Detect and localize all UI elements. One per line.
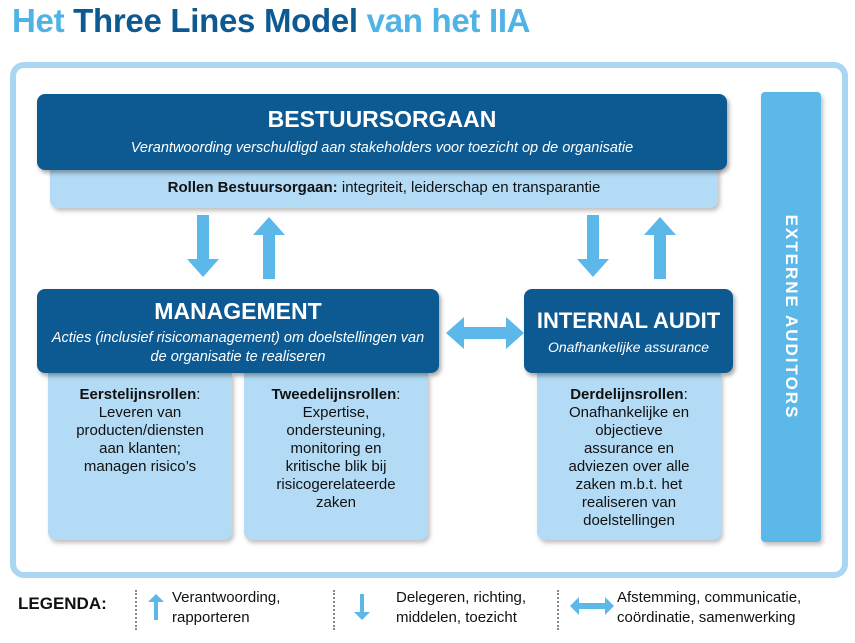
arrow-up-icon [253, 217, 285, 279]
title-part-het: Het [12, 2, 74, 39]
second-line-heading: Tweedelijnsrollen [271, 386, 397, 403]
governing-body-roles-text: integriteit, leiderschap en transparanti… [337, 179, 601, 196]
page-title: Het Three Lines Model van het IIA [12, 2, 531, 40]
title-part-model: Three Lines Model [73, 2, 358, 39]
legend-both-text: Afstemming, communicatie, coördinatie, s… [617, 589, 802, 626]
arrow-down-icon [187, 215, 219, 277]
legend-divider [557, 590, 560, 630]
legend-divider [333, 590, 336, 630]
arrow-down-icon [354, 594, 370, 620]
arrow-up-icon [644, 217, 676, 279]
governing-body-box: BESTUURSORGAAN Verantwoording verschuldi… [37, 94, 727, 170]
governing-body-roles: Rollen Bestuursorgaan: integriteit, leid… [50, 179, 718, 196]
internal-audit-description: Onafhankelijke assurance [547, 339, 710, 355]
third-line-heading: Derdelijnsrollen [570, 386, 684, 403]
diagram-frame [10, 62, 848, 578]
management-description: Acties (inclusief risicomanagement) om d… [51, 330, 425, 365]
governing-body-title: BESTUURSORGAAN [267, 106, 497, 132]
legend-divider [135, 590, 138, 630]
legend-down-text: Delegeren, richting, middelen, toezicht [396, 589, 527, 626]
arrow-left-right-icon [446, 317, 524, 349]
third-line-roles-box: Derdelijnsrollen: Onafhankelijke en obje… [537, 373, 721, 540]
arrow-left-right-icon [570, 597, 614, 615]
first-line-text: Leveren van producten/diensten aan klant… [76, 404, 204, 475]
arrow-up-icon [148, 594, 164, 620]
second-line-text: Expertise, ondersteuning, monitoring en … [276, 404, 396, 511]
legend: LEGENDA: Verantwoording, rapporteren Del… [0, 588, 855, 643]
legend-up-text: Verantwoording, rapporteren [172, 589, 281, 626]
external-auditors-box: EXTERNE AUDITORS [761, 92, 821, 542]
internal-audit-title: INTERNAL AUDIT [536, 308, 721, 333]
first-line-heading: Eerstelijnsrollen [79, 386, 197, 403]
governing-body-description: Verantwoording verschuldigd aan stakehol… [130, 140, 634, 156]
second-line-roles-box: Tweedelijnsrollen: Expertise, ondersteun… [244, 373, 428, 540]
management-title: MANAGEMENT [154, 298, 322, 324]
first-line-roles-box: Eerstelijnsrollen: Leveren van producten… [48, 373, 232, 540]
third-line-text: Onafhankelijke en objectieve assurance e… [568, 404, 690, 529]
internal-audit-box: INTERNAL AUDIT Onafhankelijke assurance [524, 289, 733, 373]
arrow-down-icon [577, 215, 609, 277]
management-box: MANAGEMENT Acties (inclusief risicomanag… [37, 289, 439, 373]
title-part-iia: van het IIA [357, 2, 531, 39]
governing-body-roles-label: Rollen Bestuursorgaan: [167, 179, 338, 196]
legend-title: LEGENDA: [18, 594, 107, 613]
